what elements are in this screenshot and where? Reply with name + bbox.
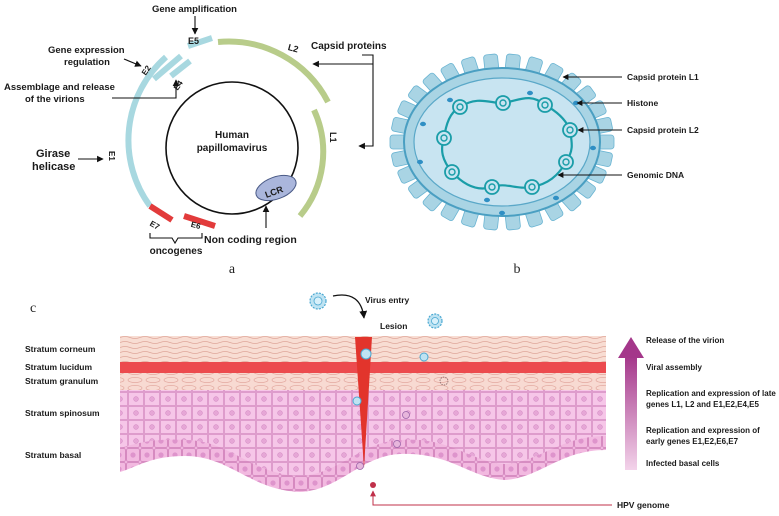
assemblage-arrow [112,79,180,99]
capsid-proteins-label: Capsid proteins [311,41,387,52]
histones [417,90,596,216]
capsid-l2-knots [436,95,578,195]
histone-dot [447,97,453,103]
hpv-genome-arrow [370,490,612,506]
capsid-l2-knot [524,179,540,195]
stage-release-label: Release of the virion [646,336,724,345]
gene-e1-arc [125,54,168,208]
stage-early-label-1: Replication and expression of [646,426,760,435]
gene-l2-arc [217,38,331,104]
gene-e6-label: E6 [190,220,202,231]
panel-b-letter: b [514,262,521,277]
virus-entry-arrow [332,294,368,319]
gene-e6-arc [183,213,216,229]
capsid-bracket [358,54,374,150]
virus-name-line2: papillomavirus [197,143,268,154]
layer-granulum-label: Stratum granulum [25,376,99,386]
gene-expression-label-1: Gene expression [48,45,125,56]
gene-e7-arc [148,203,174,223]
girase-label-1: Girase [36,148,70,160]
capsid-l2-knot [444,164,460,180]
oncogenes-brace [149,233,203,245]
stage-late-label-2: genes L1, L2 and E1,E2,E4,E5 [646,400,759,409]
panel-c-letter: c [30,301,36,316]
histone-label: Histone [627,98,658,108]
stage-early-label-2: early genes E1,E2,E6,E7 [646,437,739,446]
stage-assembly-label: Viral assembly [646,363,702,372]
genomic-dna-loop [441,97,573,190]
episome-1 [402,411,410,419]
gene-expression-arrow [123,58,142,67]
capsid-l2-knot [436,130,452,146]
capsid-l2-knot [484,179,500,195]
histone-dot [590,145,596,151]
gene-e5-label: E5 [188,36,199,46]
capsid-l1-label: Capsid protein L1 [627,72,699,82]
capsid-l2-knot [562,122,578,138]
capsid-l2-label: Capsid protein L2 [627,125,699,135]
gene-e4-arc [169,58,192,79]
lesion-label: Lesion [380,321,407,331]
virion-in-lesion [360,348,372,360]
histone-dot [484,197,490,203]
lcr-blob [255,174,297,202]
virus-entry-particle [309,292,327,310]
stage-arrow-shaft [625,356,637,470]
gene-e7-label: E7 [148,219,161,232]
stage-infected-label: Infected basal cells [646,459,720,468]
gene-l1-arc [297,108,327,218]
panel-b: Capsid protein L1 Histone Capsid protein… [389,53,699,277]
stage-late-label-1: Replication and expression of late [646,389,776,398]
episome-3 [356,462,364,470]
gene-expression-label-2: regulation [64,57,110,68]
lesion [355,337,372,468]
episome-2 [393,440,401,448]
capsid-l2-knot [558,154,574,170]
genome-circle [165,81,299,215]
gene-e1-label: E1 [107,151,116,161]
capsid-l2-knot [495,95,511,111]
histone-dot [499,210,505,216]
gene-l1-label: L1 [328,132,338,143]
histone-dot [527,90,533,96]
panel-a: Human papillomavirus LCR E5 E2 E4 E1 L2 … [4,4,387,277]
capsid-l2-knot [537,97,553,113]
histone-dot [420,121,426,127]
layer-spinosum-label: Stratum spinosum [25,408,100,418]
layer-corneum-label: Stratum corneum [25,344,96,354]
gene-e5-arc [187,35,213,49]
layer-lucidum-label: Stratum lucidum [25,362,93,372]
virion-in-spinosum [352,396,362,406]
gene-e2-arc [152,53,183,82]
girase-label-2: helicase [32,161,75,173]
non-coding-label: Non coding region [204,234,297,246]
oncogenes-label: oncogenes [150,246,203,257]
virus-name-line1: Human [215,130,249,141]
panel-c: c Virus entry Lesion Stratum corneum [25,292,776,510]
hpv-genome-label: HPV genome [617,500,670,510]
virion-in-granulum [419,352,429,362]
hpv-genome-dot [370,482,376,488]
genomic-dna-label: Genomic DNA [627,170,684,180]
stage-arrow-head [618,337,644,358]
capsid-l2-knot [452,99,468,115]
histone-dot [553,195,559,201]
panel-a-letter: a [229,262,236,277]
assembling-virion [439,376,449,386]
assemblage-label-1: Assemblage and release [4,82,115,93]
gene-l2-label: L2 [287,42,300,54]
layer-basal-label: Stratum basal [25,450,81,460]
virus-entry-label: Virus entry [365,295,410,305]
gene-amplification-label: Gene amplification [152,4,237,15]
histone-dot [417,159,423,165]
released-virion [427,313,443,329]
gene-e4-label: E4 [172,78,185,92]
assemblage-label-2: of the virions [25,94,85,105]
